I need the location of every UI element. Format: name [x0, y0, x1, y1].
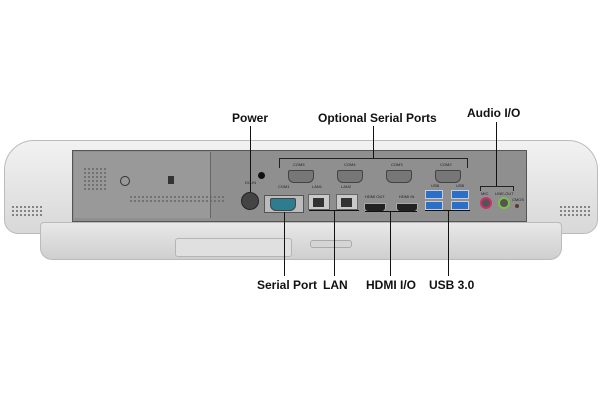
serial-ports-callout-line [373, 126, 374, 158]
left-speaker-vent [12, 206, 42, 216]
com3-label: COM3 [391, 162, 403, 167]
power-button-icon[interactable] [120, 176, 130, 186]
com1-label: COM1 [278, 184, 290, 189]
dc-in-port [241, 192, 259, 210]
panel-vent-lower [130, 196, 224, 202]
panel-vent [84, 168, 106, 190]
line-out-jack [498, 197, 510, 209]
lan-callout: LAN [323, 278, 348, 292]
com2-connector [435, 170, 461, 183]
audio-bracket [480, 186, 514, 191]
lan1-label: LAN1 [312, 184, 323, 189]
hdmi-callout-line [390, 211, 391, 276]
serial-port-callout-line [284, 212, 285, 276]
usb-callout-line [448, 210, 449, 276]
lan-callout-bar [309, 210, 359, 211]
cmos-button [515, 204, 519, 208]
usb-port [451, 201, 469, 210]
com5-label: COM5 [293, 162, 305, 167]
panel-screw [258, 172, 265, 179]
usb-label-1: USB [431, 183, 440, 188]
com1-connector [270, 198, 296, 211]
com2-label: COM2 [440, 162, 452, 167]
lock-icon [168, 176, 174, 184]
lan-callout-line [334, 210, 335, 276]
power-callout: Power [232, 111, 269, 125]
front-bezel [40, 222, 562, 260]
mic-jack [480, 197, 492, 209]
com5-connector [288, 170, 314, 183]
audio-callout-line [496, 122, 497, 186]
right-speaker-vent [560, 206, 590, 216]
lan2-port [336, 194, 358, 210]
audio-callout: Audio I/O [467, 106, 521, 120]
mic-label: MIC [481, 191, 489, 196]
usb-callout-bar [425, 210, 470, 211]
bezel-indicator [310, 240, 352, 248]
usb-label-2: USB [456, 183, 465, 188]
usb-port [425, 201, 443, 210]
hdmi-out-label: HDMI OUT [365, 194, 385, 199]
bezel-slot [175, 238, 292, 257]
power-callout-line [250, 126, 251, 192]
line-out-label: LINE-OUT [495, 191, 514, 196]
serial-ports-callout: Optional Serial Ports [318, 111, 437, 125]
hdmi-callout: HDMI I/O [366, 278, 416, 292]
usb-port [451, 190, 469, 199]
usb-callout: USB 3.0 [429, 278, 475, 292]
serial-port-callout: Serial Port [257, 278, 318, 292]
com4-label: COM4 [344, 162, 356, 167]
lan2-label: LAN2 [341, 184, 352, 189]
cmos-label: CMOS [512, 197, 524, 202]
com4-connector [337, 170, 363, 183]
serial-ports-bracket [279, 158, 468, 168]
hdmi-in-label: HDMI IN [399, 194, 415, 199]
lan1-port [308, 194, 330, 210]
hdmi-callout-bar [365, 211, 417, 212]
usb-port [425, 190, 443, 199]
com3-connector [386, 170, 412, 183]
